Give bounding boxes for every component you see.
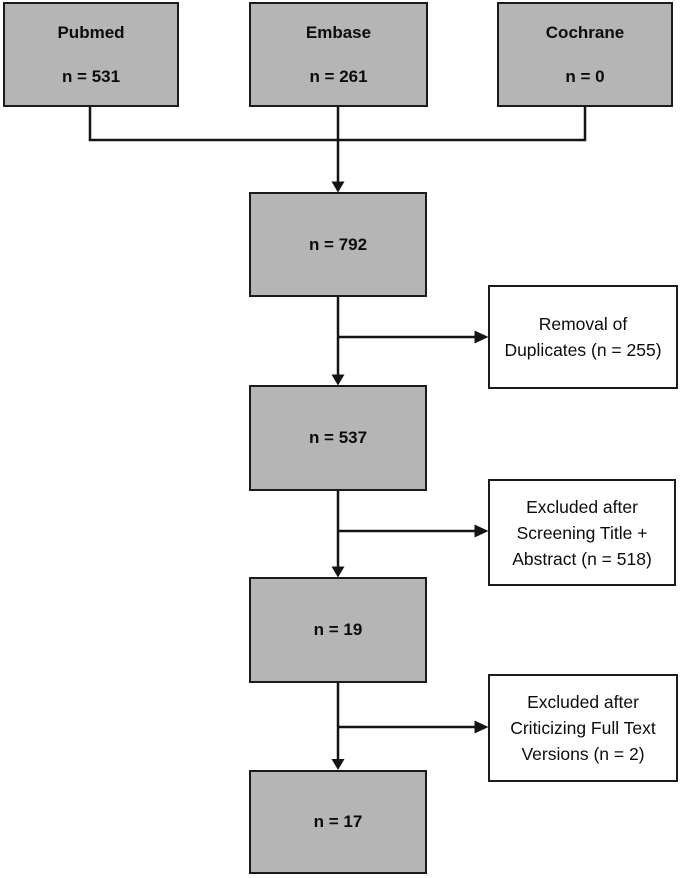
source-box-pubmed: Pubmed n = 531 <box>3 2 179 107</box>
arrow-right-icon <box>474 330 489 344</box>
source-count: n = 261 <box>309 66 368 86</box>
stage-box-after-duplicates: n = 537 <box>249 385 427 491</box>
exclusion-box-screening: Excluded after Screening Title + Abstrac… <box>488 479 676 586</box>
arrow-right-icon <box>474 524 489 538</box>
arrow-down-icon <box>331 181 345 193</box>
exclusion-box-duplicates: Removal of Duplicates (n = 255) <box>488 285 678 389</box>
source-box-embase: Embase n = 261 <box>249 2 428 107</box>
stage-box-included: n = 17 <box>249 770 427 874</box>
exclusion-line: Screening Title + <box>516 522 648 543</box>
stage-box-combined: n = 792 <box>249 192 427 297</box>
source-count: n = 0 <box>565 66 605 86</box>
source-count: n = 531 <box>61 66 121 86</box>
arrow-down-icon <box>331 566 345 578</box>
exclusion-line: Removal of <box>538 314 628 334</box>
arrow-down-icon <box>331 374 345 386</box>
exclusion-line: Abstract (n = 518) <box>512 548 652 569</box>
arrow-down-icon <box>331 759 345 770</box>
stage-count: n = 17 <box>313 812 363 831</box>
exclusion-box-full-text: Excluded after Criticizing Full Text Ver… <box>488 674 678 782</box>
stage-box-after-screening: n = 19 <box>249 577 427 683</box>
stage-count: n = 19 <box>313 620 363 639</box>
source-label: Cochrane <box>545 22 625 42</box>
stage-count: n = 537 <box>308 428 368 447</box>
stage-count: n = 792 <box>308 234 368 254</box>
exclusion-line: Versions (n = 2) <box>521 744 645 764</box>
exclusion-line: Criticizing Full Text <box>510 718 656 738</box>
source-box-cochrane: Cochrane n = 0 <box>497 2 673 107</box>
arrow-right-icon <box>474 720 489 734</box>
source-label: Embase <box>305 22 372 42</box>
exclusion-line: Excluded after <box>527 692 639 712</box>
exclusion-line: Duplicates (n = 255) <box>504 340 662 360</box>
source-label: Pubmed <box>57 22 125 42</box>
exclusion-line: Excluded after <box>526 496 638 517</box>
